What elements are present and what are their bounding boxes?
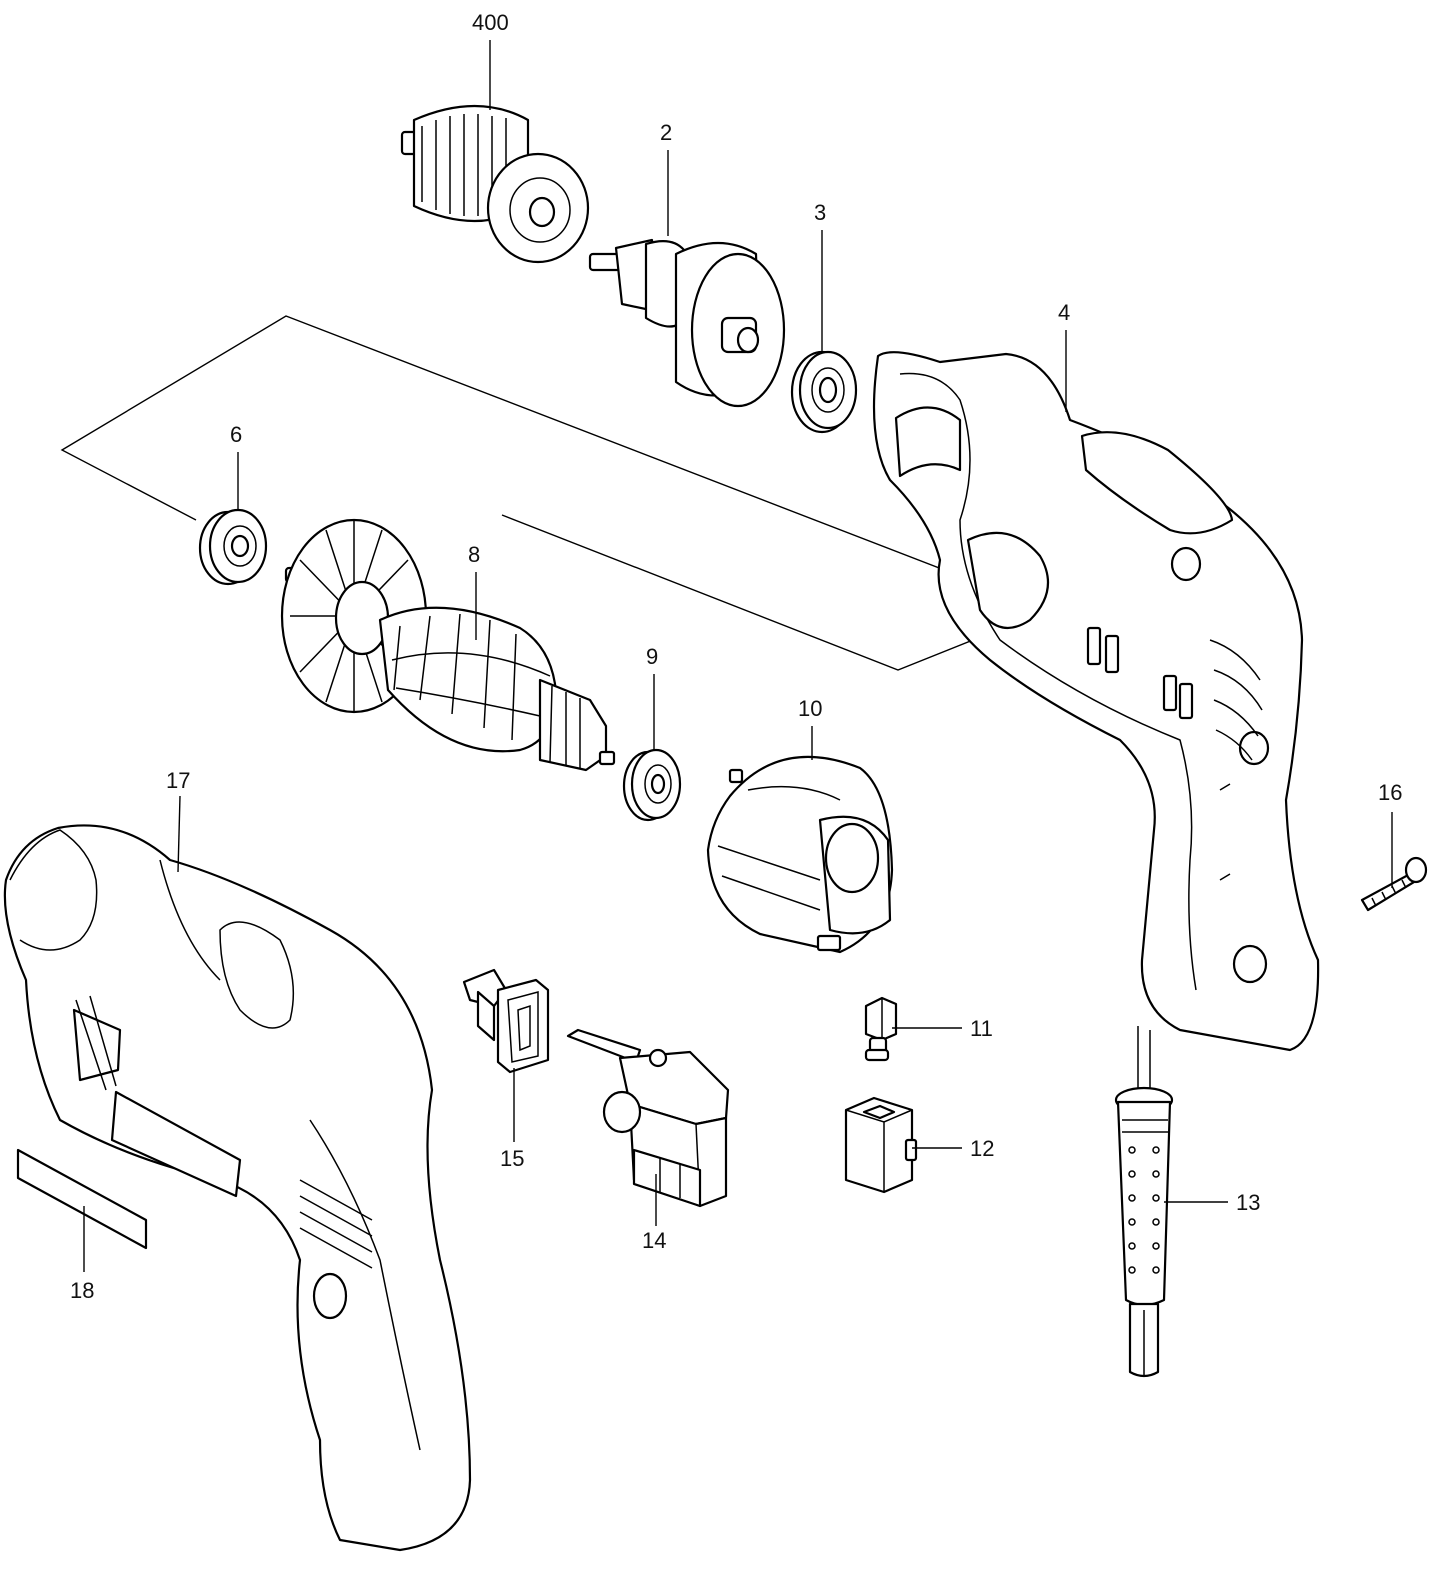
part-bearing-3 — [790, 350, 858, 434]
callout-10: 10 — [798, 696, 823, 721]
part-gear-assembly — [588, 238, 786, 408]
part-switch — [566, 1028, 730, 1208]
callout-8: 8 — [468, 542, 481, 567]
part-chuck — [400, 104, 590, 264]
callout-3: 3 — [814, 200, 827, 225]
callout-9: 9 — [646, 644, 659, 669]
callout-11: 11 — [970, 1016, 993, 1041]
part-label-plate — [16, 1148, 148, 1250]
leader-lines — [83, 40, 1393, 1272]
armature-group-bracket — [60, 315, 1050, 671]
callout-18: 18 — [70, 1278, 95, 1303]
callout-16: 16 — [1378, 780, 1403, 805]
callout-13: 13 — [1236, 1190, 1261, 1215]
part-housing-right — [872, 351, 1320, 1052]
callout-14: 14 — [642, 1228, 667, 1253]
part-switch-lever — [462, 968, 550, 1074]
part-brush-holder — [844, 1096, 918, 1194]
callout-4: 4 — [1058, 300, 1071, 325]
part-screw — [1360, 856, 1428, 912]
callout-2: 2 — [660, 120, 673, 145]
part-bearing-9 — [622, 748, 682, 822]
callout-15: 15 — [500, 1146, 525, 1171]
callout-400: 400 — [472, 10, 509, 35]
part-field-stator — [706, 755, 894, 954]
callout-6: 6 — [230, 422, 243, 447]
part-cord-guard — [1114, 1026, 1174, 1378]
part-carbon-brush — [864, 996, 898, 1062]
callout-17: 17 — [166, 768, 191, 793]
part-housing-left — [3, 824, 472, 1552]
part-bearing-6 — [198, 508, 268, 586]
callout-12: 12 — [970, 1136, 995, 1161]
part-armature — [280, 518, 616, 772]
